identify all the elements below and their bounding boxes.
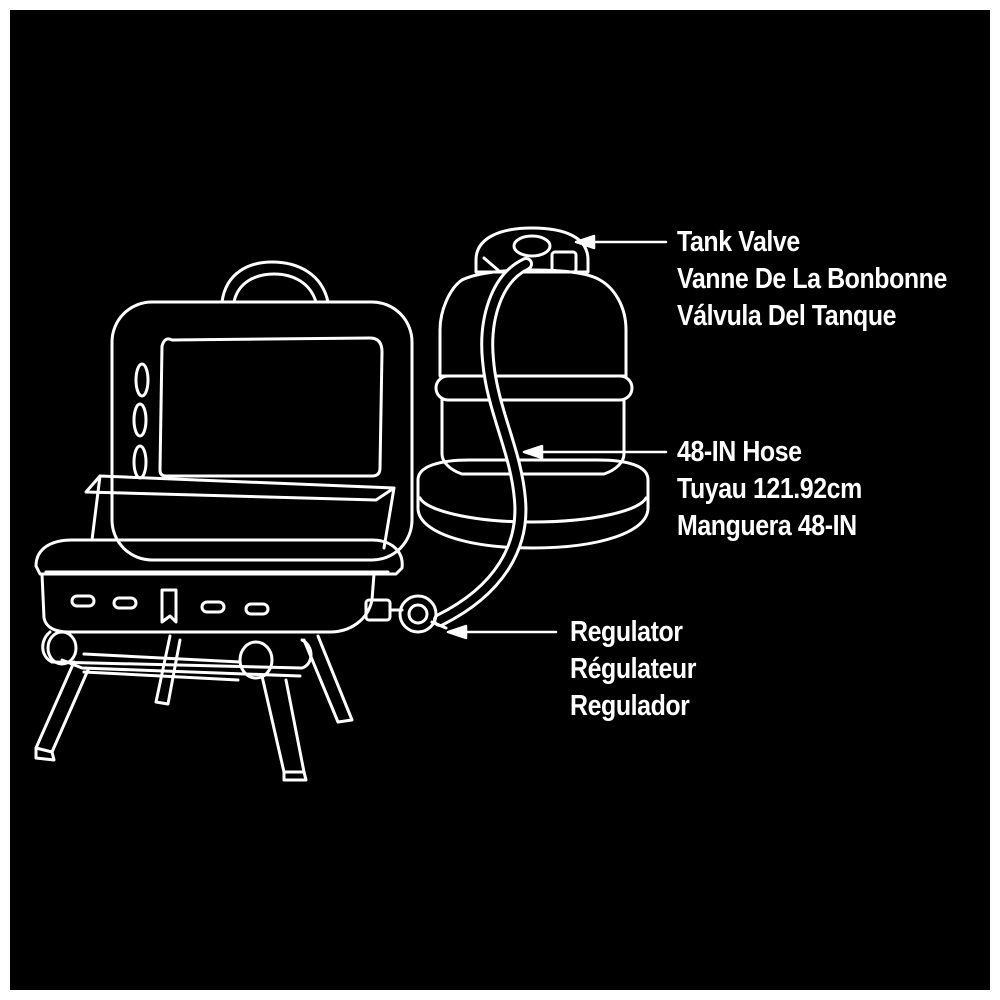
regulator-icon xyxy=(364,594,448,634)
regulator-label-fr: Régulateur xyxy=(570,653,696,685)
tank-valve-label-es: Válvula Del Tanque xyxy=(677,300,897,332)
propane-tank-icon xyxy=(416,226,650,550)
grill-icon xyxy=(34,260,414,782)
tank-valve-label-fr: Vanne De La Bonbonne xyxy=(677,263,947,295)
hose-label-en: 48-IN Hose xyxy=(677,436,802,468)
tank-valve-label: Tank Valve Vanne De La Bonbonne Válvula … xyxy=(677,224,947,335)
regulator-arrow xyxy=(446,624,468,640)
diagram-canvas: Tank Valve Vanne De La Bonbonne Válvula … xyxy=(10,10,990,990)
regulator-label-en: Regulator xyxy=(570,616,683,648)
regulator-label-es: Regulador xyxy=(570,690,690,722)
tank-valve-label-en: Tank Valve xyxy=(677,226,800,258)
hose-label-es: Manguera 48-IN xyxy=(677,510,857,542)
hose-label: 48-IN Hose Tuyau 121.92cm Manguera 48-IN xyxy=(677,434,862,545)
regulator-label: Regulator Régulateur Regulador xyxy=(570,614,696,725)
grill-setup-drawing xyxy=(34,226,668,782)
hose-arrow xyxy=(522,444,544,460)
callout-lines xyxy=(446,234,668,640)
hose-label-fr: Tuyau 121.92cm xyxy=(677,473,862,505)
tank-valve-arrow xyxy=(574,234,596,250)
hose-icon xyxy=(433,257,533,627)
